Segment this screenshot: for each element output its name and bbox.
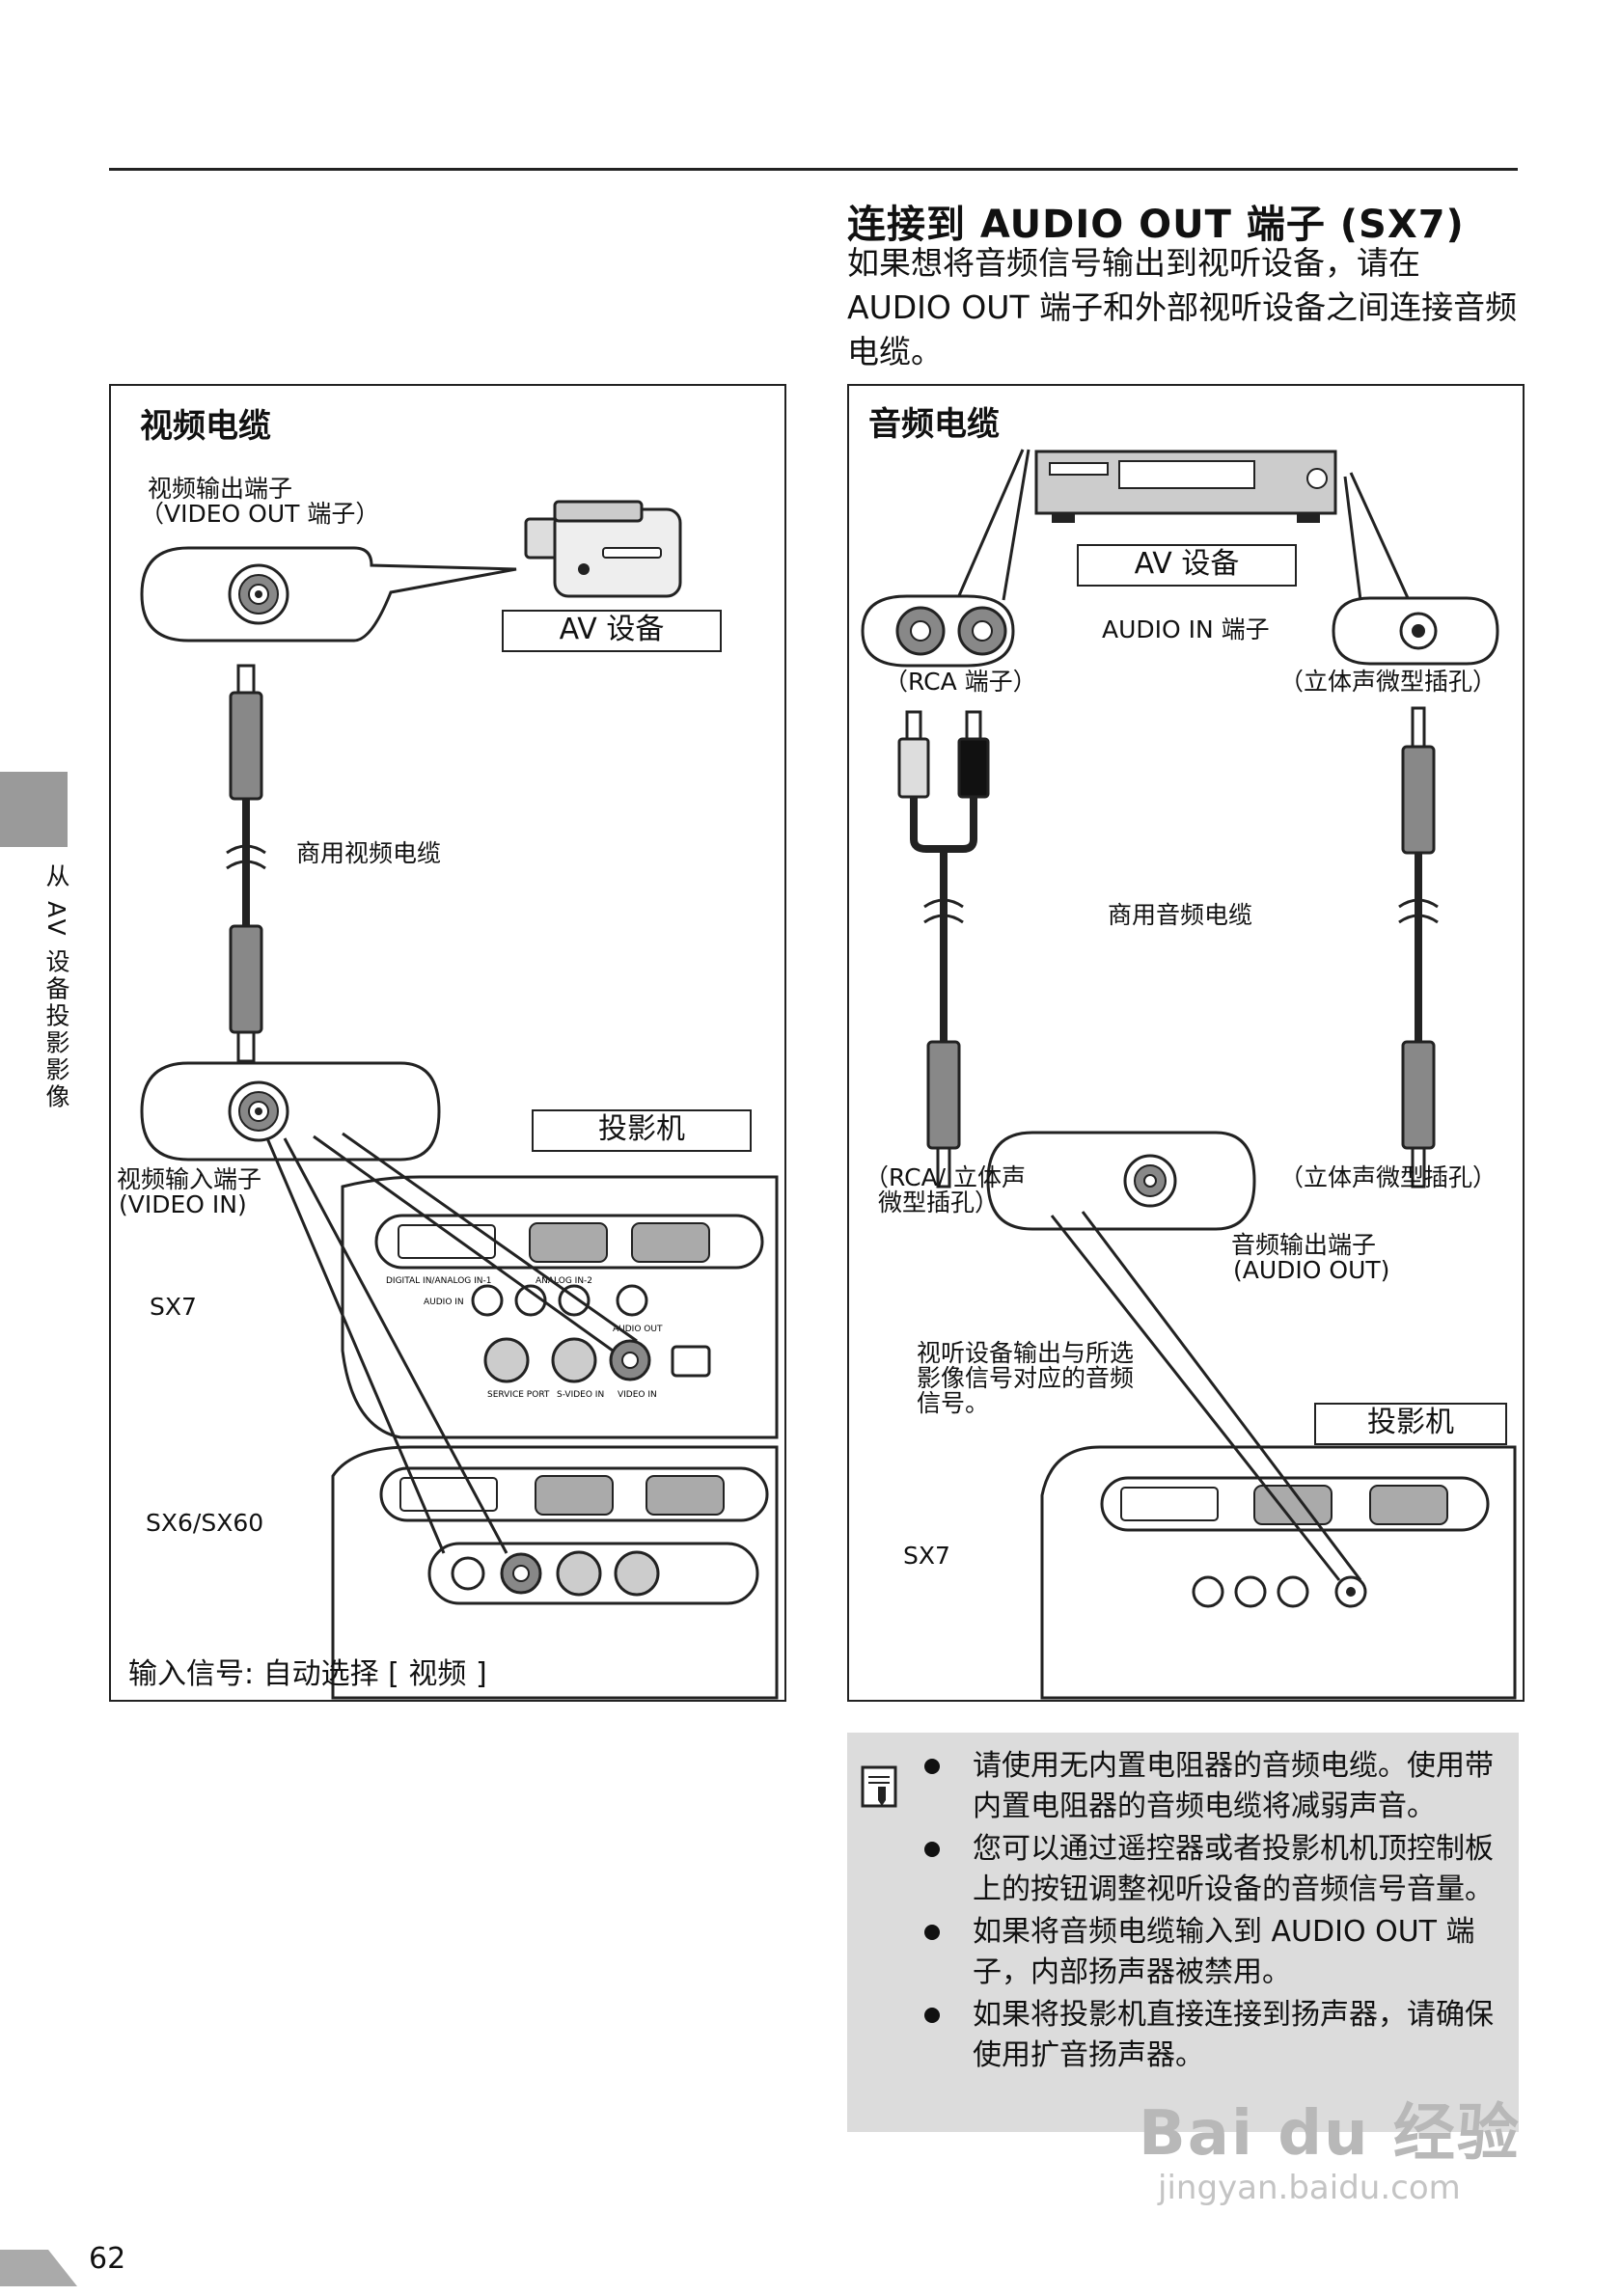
note-item: 您可以通过遥控器或者投影机机顶控制板上的按钮调整视听设备的音频信号音量。	[924, 1829, 1503, 1910]
camcorder-icon	[524, 500, 682, 598]
rca-mini-label-1: （RCA/ 立体声	[865, 1163, 1027, 1191]
header-rule	[109, 168, 1518, 171]
av-note-line-1: 视听设备输出与所选	[917, 1339, 1135, 1367]
audio-out-sub-label: (AUDIO OUT)	[1233, 1256, 1390, 1284]
section-title: 连接到 AUDIO OUT 端子 (SX7)	[847, 203, 1465, 247]
section-body: 如果想将音频信号输出到视听设备，请在 AUDIO OUT 端子和外部视听设备之间…	[847, 244, 1518, 370]
watermark-text: Bai du 经验	[1139, 2098, 1521, 2170]
page-number: 62	[89, 2242, 126, 2276]
watermark-url: jingyan.baidu.com	[1158, 2169, 1461, 2207]
side-tab-marker	[0, 772, 68, 847]
audio-out-label: 音频输出端子	[1231, 1231, 1377, 1259]
av-note-line-2: 影像信号对应的音频	[917, 1364, 1135, 1392]
model-sx6-label: SX6/SX60	[146, 1509, 264, 1537]
panel-label-service: SERVICE PORT	[487, 1390, 550, 1400]
bullet-icon	[924, 2008, 940, 2023]
stereo-jack-label: （立体声微型插孔）	[1279, 668, 1497, 696]
audio-cable-diagram	[861, 449, 1517, 1700]
panel-label-svideo: S-VIDEO IN	[557, 1390, 604, 1400]
side-tab-label: 从 AV 设备投影影像	[42, 863, 70, 1111]
av-device-icon	[1034, 450, 1337, 523]
panel-label-analog2: ANALOG IN-2	[536, 1276, 592, 1286]
bullet-icon	[924, 1842, 940, 1857]
note-item: 如果将音频电缆输入到 AUDIO OUT 端子，内部扬声器被禁用。	[924, 1912, 1503, 1993]
note-item: 请使用无内置电阻器的音频电缆。使用带内置电阻器的音频电缆将减弱声音。	[924, 1746, 1503, 1827]
rca-mini-label-2: 微型插孔）	[878, 1189, 1000, 1216]
projector-box-right: 投影机	[1314, 1403, 1507, 1445]
notes-box: 请使用无内置电阻器的音频电缆。使用带内置电阻器的音频电缆将减弱声音。 您可以通过…	[847, 1733, 1519, 2132]
rca-label: （RCA 端子）	[884, 668, 1037, 696]
video-out-sub-label: （VIDEO OUT 端子）	[140, 500, 380, 528]
memo-icon	[861, 1765, 897, 1808]
audio-cable-panel: 音频电缆 AV 设备 AUDIO IN 端子 （RCA 端子） （立体声微型插孔…	[847, 384, 1525, 1702]
baidu-watermark: Bai du 经验 jingyan.baidu.com	[1139, 2084, 1521, 2207]
page-corner-marker	[0, 2250, 77, 2286]
av-note-line-3: 信号。	[917, 1389, 990, 1417]
video-cable-panel: DIGITAL IN/ANALOG IN-1 ANALOG IN-2 AUDIO…	[109, 384, 786, 1702]
av-device-box: AV 设备	[502, 610, 722, 652]
note-item: 如果将投影机直接连接到扬声器，请确保使用扩音扬声器。	[924, 1995, 1503, 2076]
stereo-jack-label-2: （立体声微型插孔）	[1279, 1163, 1497, 1191]
panel-label-videoin: VIDEO IN	[618, 1390, 657, 1400]
video-out-label: 视频输出端子	[148, 475, 293, 503]
projector-box: 投影机	[532, 1109, 752, 1152]
model-sx7-label-right: SX7	[903, 1542, 950, 1570]
video-in-label: 视频输入端子	[117, 1165, 262, 1193]
video-cable-title: 视频电缆	[140, 407, 271, 446]
bullet-icon	[924, 1925, 940, 1940]
panel-label-audio-in: AUDIO IN	[424, 1298, 464, 1307]
av-device-box-right: AV 设备	[1077, 544, 1297, 587]
input-signal-text: 输入信号: 自动选择 [ 视频 ]	[128, 1657, 487, 1691]
video-in-sub-label: (VIDEO IN)	[119, 1190, 247, 1218]
audio-cable-label: 商用音频电缆	[1108, 901, 1253, 929]
panel-label-digital: DIGITAL IN/ANALOG IN-1	[386, 1276, 491, 1286]
video-cable-diagram: DIGITAL IN/ANALOG IN-1 ANALOG IN-2 AUDIO…	[140, 500, 779, 1700]
model-sx7-label: SX7	[150, 1293, 197, 1321]
audio-cable-title: 音频电缆	[868, 405, 1000, 444]
bullet-icon	[924, 1759, 940, 1774]
audio-in-label: AUDIO IN 端子	[1102, 615, 1270, 643]
video-cable-label: 商用视频电缆	[296, 839, 442, 867]
panel-label-audio-out: AUDIO OUT	[613, 1325, 663, 1334]
notes-list: 请使用无内置电阻器的音频电缆。使用带内置电阻器的音频电缆将减弱声音。 您可以通过…	[924, 1746, 1503, 2078]
